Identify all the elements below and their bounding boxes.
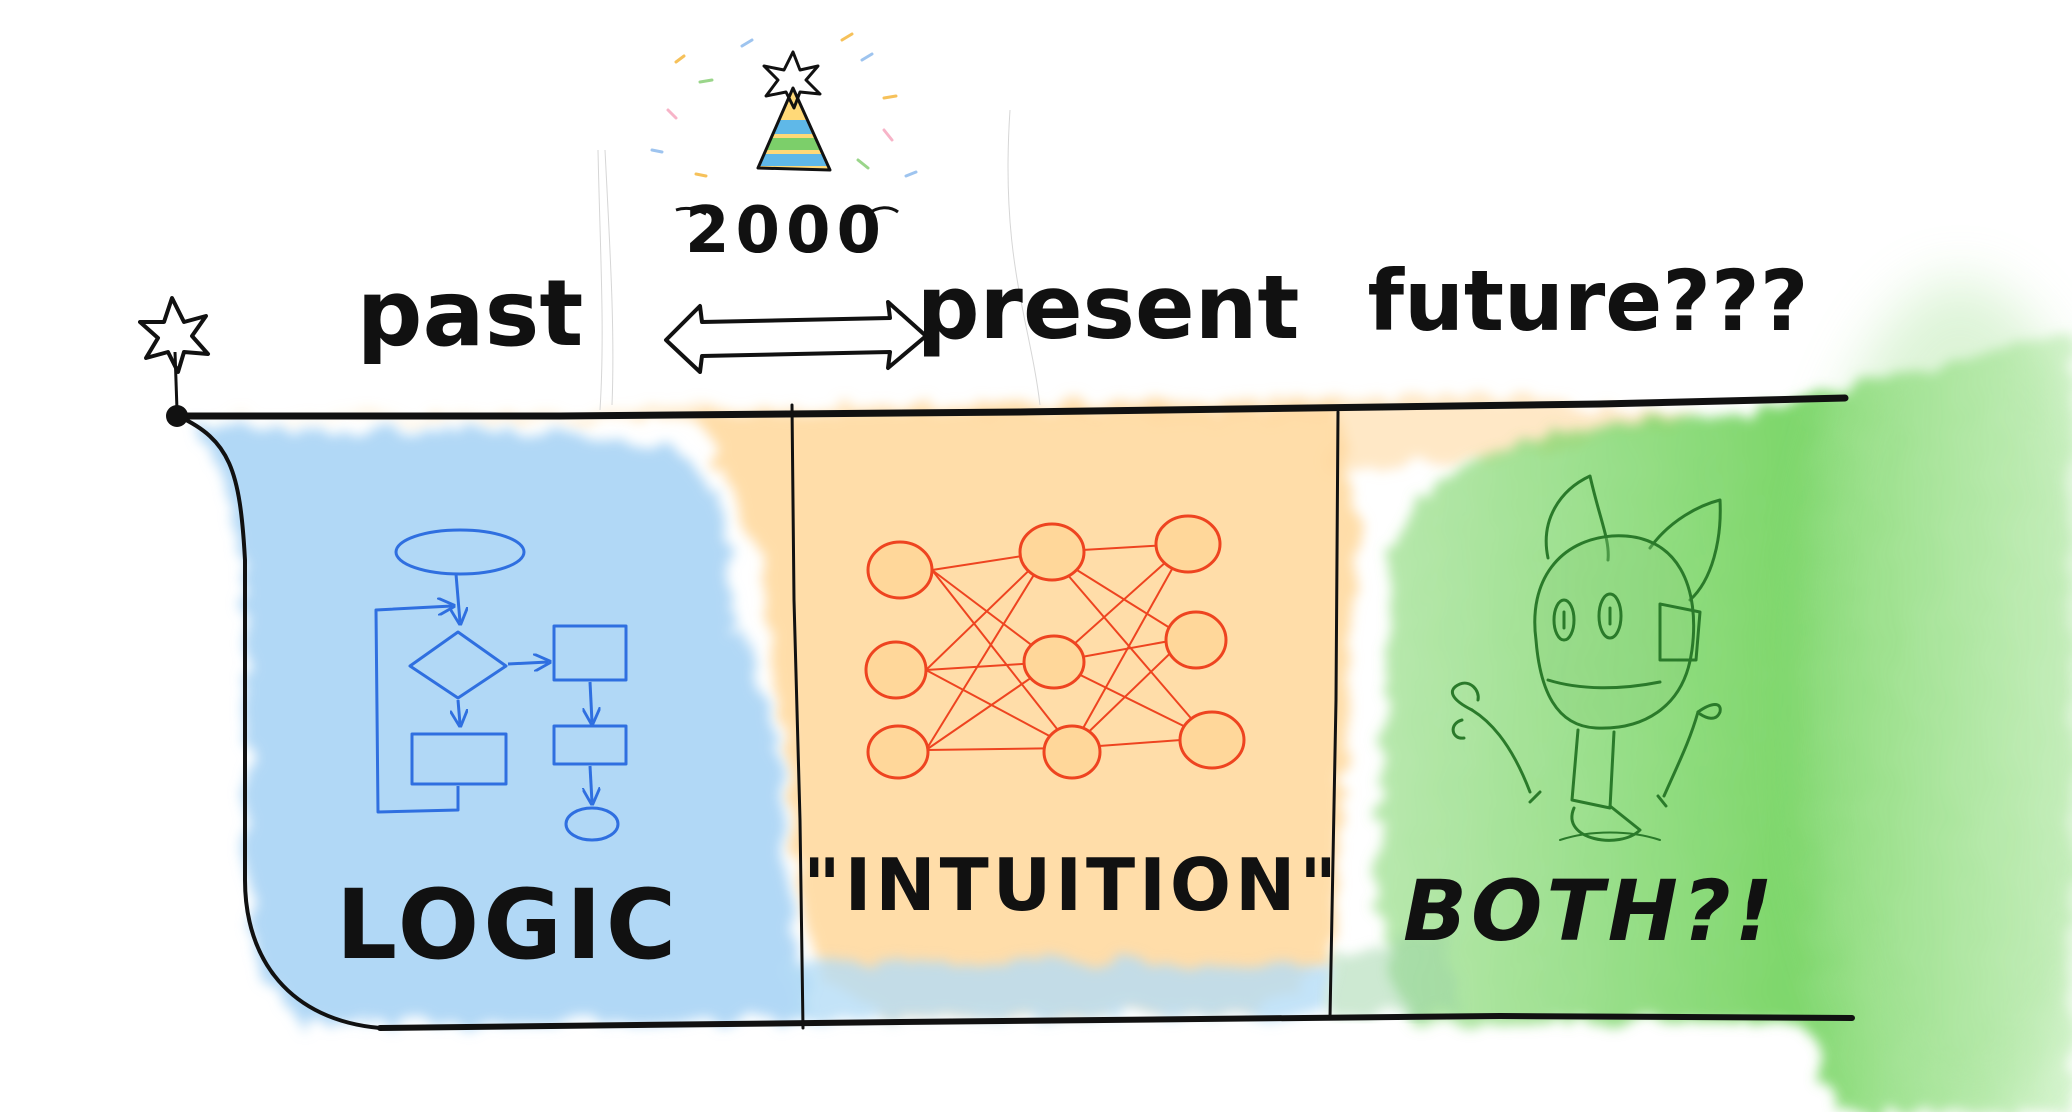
year-2000-label: 2000 [675, 194, 899, 268]
heading-present: present [917, 256, 1300, 359]
start-star-icon [138, 296, 210, 427]
pencil-guides [597, 109, 1041, 411]
caption-both: BOTH?! [1403, 862, 1777, 960]
divider-past-present [790, 403, 805, 1030]
year-text: 2000 [685, 194, 887, 268]
caption-intuition: "INTUITION" [803, 843, 1341, 927]
both-wash [1330, 280, 2072, 1116]
timeline-left-curve [176, 414, 382, 1030]
heading-future: future??? [1368, 252, 1809, 350]
robot-character-icon [1450, 474, 1722, 842]
logic-wash [190, 420, 1330, 1025]
timeline-bottom-line [377, 1012, 1855, 1031]
neural-network-icon [864, 514, 1246, 780]
party-hat-icon [650, 32, 918, 178]
flowchart-icon [374, 528, 628, 842]
timeline-top-line [174, 394, 1849, 420]
double-arrow-icon [664, 300, 928, 374]
heading-past: past [357, 260, 584, 367]
timeline-frame [174, 394, 1855, 1031]
caption-logic: LOGIC [336, 869, 680, 981]
divider-present-future [1328, 410, 1340, 1020]
